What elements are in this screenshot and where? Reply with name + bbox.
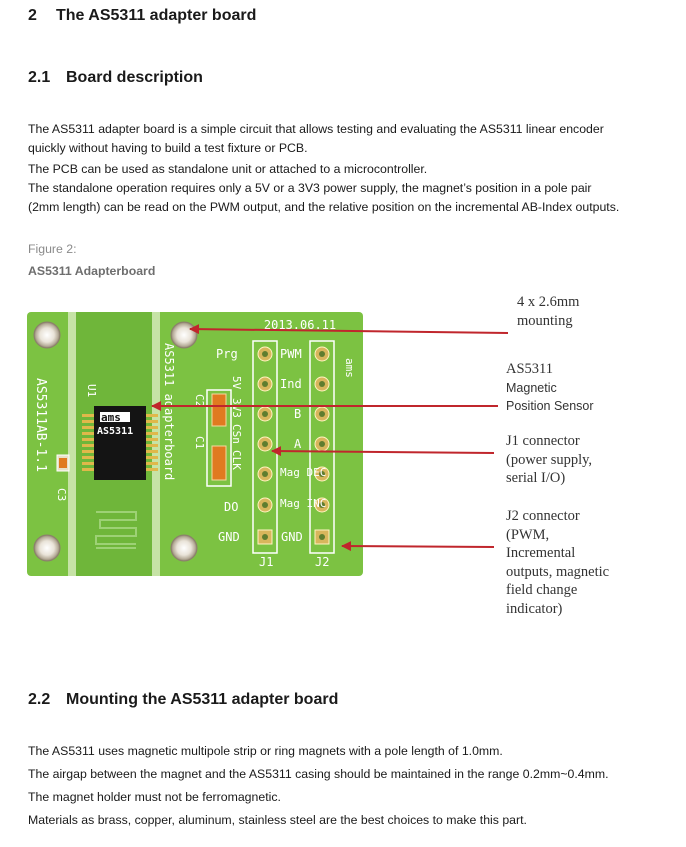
chip-label: AS5311	[97, 426, 133, 437]
voltage-label: 5V	[230, 376, 243, 390]
arrow-mounting	[189, 324, 509, 335]
part-label: AS5311AB-1.1	[33, 378, 48, 472]
subsection-number: 2.2	[28, 691, 51, 708]
callout-j2: J2 connector (PWM, Incremental outputs, …	[506, 507, 609, 618]
mounting-hole-icon	[33, 534, 61, 562]
callout-line: (power supply,	[506, 451, 593, 468]
subsection-title: Board description	[66, 69, 203, 86]
arrow-j2	[341, 541, 495, 552]
callout-line: outputs, magnetic	[506, 563, 610, 580]
j1-pin-label: DO	[224, 500, 238, 514]
callout-line: mounting	[517, 312, 573, 329]
callout-line: J2 connector	[506, 508, 580, 524]
subsection-heading-board-description: 2.1 Board description	[28, 69, 203, 87]
j1-pins	[257, 346, 273, 545]
c1-label: C1	[193, 436, 206, 449]
j1-pin-label: Prg	[216, 347, 238, 361]
capacitor-c2	[211, 393, 227, 427]
j2-pin-label: B	[294, 407, 301, 421]
arrow-j1	[271, 446, 495, 457]
u1-label: U1	[85, 384, 98, 397]
c3-label: C3	[55, 488, 68, 501]
paragraph-line: The AS5311 adapter board is a simple cir…	[28, 122, 604, 136]
ams-logo-icon	[100, 412, 130, 422]
voltage-label: 3V3	[230, 398, 243, 418]
j2-pin-label: Mag DEC	[280, 466, 326, 479]
subsection-heading-mounting: 2.2 Mounting the AS5311 adapter board	[28, 691, 338, 709]
callout-line: indicator)	[506, 600, 563, 617]
callout-line: 4 x 2.6mm	[517, 294, 580, 310]
logo-ams-small: ams	[343, 358, 356, 378]
j2-label: J2	[315, 555, 329, 569]
callout-line: Incremental	[506, 545, 576, 561]
capacitor-c1	[211, 445, 227, 481]
callout-line: (PWM,	[506, 526, 550, 543]
voltage-label: CLK	[230, 450, 243, 470]
section-title: The AS5311 adapter board	[56, 7, 257, 24]
mounting-hole-icon	[33, 321, 61, 349]
j2-pin-label: A	[294, 437, 302, 451]
mounting-hole-icon	[170, 534, 198, 562]
board-date: 2013.06.11	[264, 318, 336, 332]
j2-pin-label: Ind	[280, 377, 302, 391]
callout-line: field change	[506, 582, 578, 598]
paragraph-line: quickly without having to build a test f…	[28, 141, 308, 155]
callout-mounting: 4 x 2.6mm mounting	[517, 293, 579, 330]
figure-caption: AS5311 Adapterboard	[28, 264, 156, 278]
callout-j1: J1 connector (power supply, serial I/O)	[506, 432, 592, 488]
c2-label: C2	[193, 394, 206, 407]
callout-line: J1 connector	[506, 433, 580, 449]
j2-pin-label: GND	[281, 530, 303, 544]
j2-pins	[314, 346, 330, 545]
voltage-label: CSn	[230, 424, 243, 444]
paragraph-line: The AS5311 uses magnetic multipole strip…	[28, 744, 503, 758]
j1-pin-label: GND	[218, 530, 240, 544]
header-j2	[309, 340, 335, 554]
capacitor-frame	[206, 389, 232, 487]
callout-line: Magnetic	[506, 380, 557, 395]
board-stripe	[68, 312, 76, 576]
as5311-chip: ams AS5311	[82, 406, 158, 480]
board-figure: 2013.06.11 AS5311AB-1.1 AS5311 adapterbo…	[27, 312, 509, 576]
j2-pin-label: PWM	[280, 347, 302, 361]
paragraph-line: (2mm length) can be read on the PWM outp…	[28, 200, 620, 214]
paragraph-line: The magnet holder must not be ferromagne…	[28, 790, 281, 804]
section-heading: 2 The AS5311 adapter board	[28, 7, 256, 25]
callout-line: Position Sensor	[506, 399, 594, 413]
paragraph-line: Materials as brass, copper, aluminum, st…	[28, 813, 527, 827]
chip-logo: ams	[101, 411, 121, 424]
callout-line: AS5311	[506, 361, 553, 377]
paragraph-line: The airgap between the magnet and the AS…	[28, 767, 609, 781]
board-pattern-icon	[95, 511, 137, 549]
j2-pin-label: Mag INC	[280, 497, 326, 510]
figure-number: Figure 2:	[28, 242, 77, 256]
paragraph-line: The PCB can be used as standalone unit o…	[28, 162, 428, 176]
section-number: 2	[28, 7, 37, 24]
subsection-title: Mounting the AS5311 adapter board	[66, 691, 339, 708]
callout-line: serial I/O)	[506, 470, 566, 486]
callout-sensor: AS5311 Magnetic Position Sensor	[506, 360, 594, 416]
paragraph-line: The standalone operation requires only a…	[28, 181, 592, 195]
j1-label: J1	[259, 555, 273, 569]
subsection-number: 2.1	[28, 69, 51, 86]
side-label: AS5311 adapterboard	[162, 343, 176, 480]
